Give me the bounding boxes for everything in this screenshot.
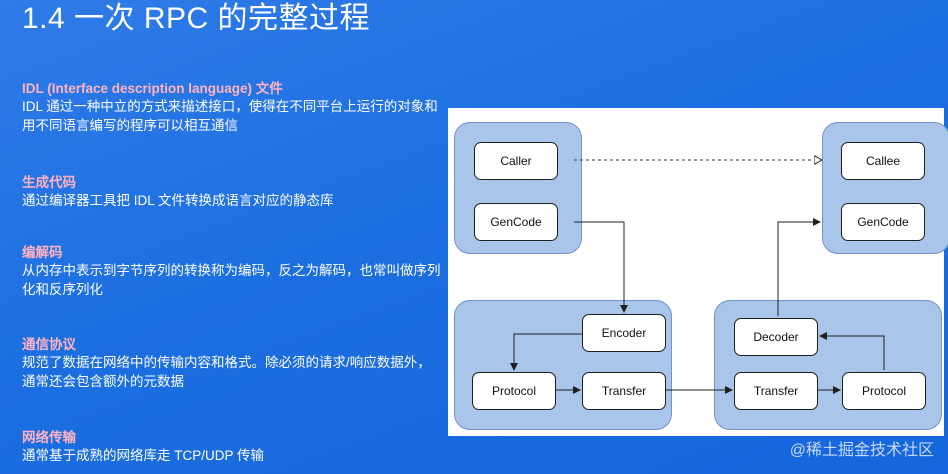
protocol-left-node: Protocol [472,372,556,410]
transfer-right-node: Transfer [734,372,818,410]
section-protocol: 通信协议 规范了数据在网络中的传输内容和格式。除必须的请求/响应数据外，通常还会… [22,336,442,391]
section-codegen-body: 通过编译器工具把 IDL 文件转换成语言对应的静态库 [22,193,334,208]
transfer-left-node: Transfer [582,372,666,410]
section-idl-heading-en: IDL (Interface description language) [22,81,256,96]
caller-node: Caller [474,142,558,180]
section-protocol-heading: 通信协议 [22,337,76,352]
section-codec-body: 从内存中表示到字节序列的转换称为编码，反之为解码，也常叫做序列化和反序列化 [22,263,441,297]
section-codegen: 生成代码 通过编译器工具把 IDL 文件转换成语言对应的静态库 [22,174,442,211]
protocol-to-decoder-arrow [819,332,885,370]
section-codec: 编解码 从内存中表示到字节序列的转换称为编码，反之为解码，也常叫做序列化和反序列… [22,244,442,299]
callee-node: Callee [841,142,925,180]
protocol-right-node: Protocol [842,372,926,410]
gencode-right-node: GenCode [841,203,925,241]
gencode-left-node: GenCode [474,203,558,241]
section-codegen-heading: 生成代码 [22,175,76,190]
section-idl-heading-cn: 文件 [255,81,283,96]
encoder-node: Encoder [582,314,666,352]
rpc-flow-diagram: Caller GenCode Callee GenCode Encoder Pr… [448,108,948,436]
slide-title: 1.4 一次 RPC 的完整过程 [22,2,371,35]
gencode-to-encoder-arrow [574,221,628,313]
section-idl-body: IDL 通过一种中立的方式来描述接口，使得在不同平台上运行的对象和用不同语言编写… [22,99,438,133]
watermark: @稀土掘金技术社区 [789,442,934,459]
section-transport: 网络传输 通常基于成熟的网络库走 TCP/UDP 传输 [22,429,442,466]
diagram-connectors [510,108,885,394]
section-codec-heading: 编解码 [22,245,63,260]
decoder-to-gencode-arrow [777,218,821,316]
section-transport-body: 通常基于成熟的网络库走 TCP/UDP 传输 [22,448,265,463]
section-protocol-body: 规范了数据在网络中的传输内容和格式。除必须的请求/响应数据外，通常还会包含额外的… [22,355,431,389]
section-idl-heading: IDL (Interface description language) 文件 [22,80,442,98]
decoder-node: Decoder [734,318,818,356]
encoder-to-protocol-arrow [510,333,582,371]
section-idl: IDL (Interface description language) 文件 … [22,80,442,135]
section-transport-heading: 网络传输 [22,430,76,445]
